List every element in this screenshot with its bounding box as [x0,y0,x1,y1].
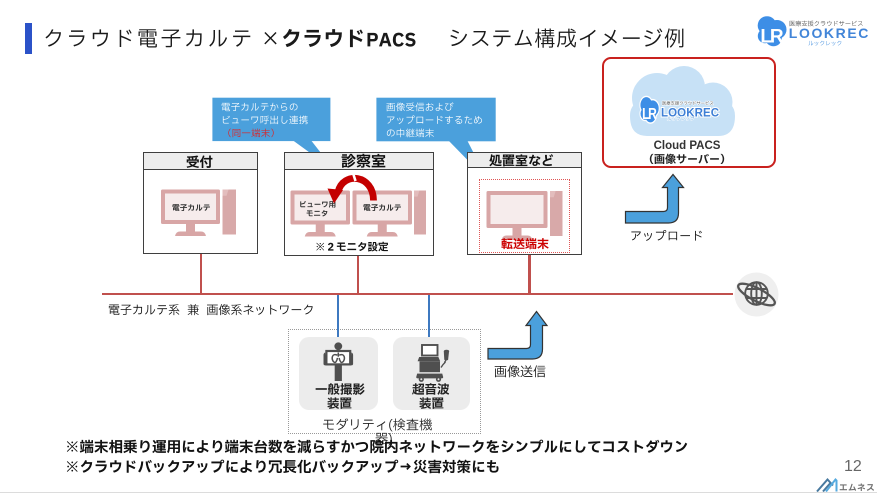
svg-text:LOOKREC: LOOKREC [661,107,719,119]
svg-text:LR: LR [760,27,784,48]
svg-text:LR: LR [642,104,657,122]
